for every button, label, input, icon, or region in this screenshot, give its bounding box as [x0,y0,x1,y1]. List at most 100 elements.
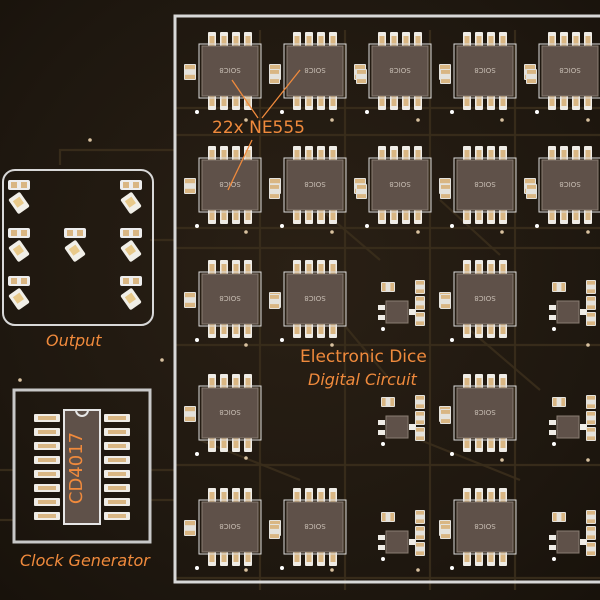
chip-pad-copper [306,36,312,46]
chip-package-text: SOIC8 [219,180,240,188]
cap-pad [357,194,366,198]
ne555-chip: SOIC8 [450,32,517,114]
chip-pad-copper [476,324,482,334]
cap-pad [270,79,279,83]
ne555-chip: SOIC8 [195,374,262,456]
pin1-dot [280,338,284,342]
cap-pad [561,283,565,291]
cap-pad [390,398,394,406]
capacitor [440,294,451,309]
cap-pad [270,70,279,74]
chip-pad-copper [209,438,215,448]
chip-pad-copper [245,324,251,334]
chip-silkscreen [453,43,517,99]
output-led [64,228,86,262]
cap-pad [357,70,366,74]
board-title: Electronic Dice [300,347,427,367]
cap-pad [416,511,424,515]
cap-pad [587,305,595,309]
resistor [586,411,596,425]
led-pad [133,182,139,188]
chip-pad-copper [306,150,312,160]
via [244,568,248,572]
chip-pad-copper [561,210,567,220]
output-led [8,276,30,310]
chip-pad-copper [306,492,312,502]
chip-pad-copper [585,210,591,220]
chip-pad-copper [391,150,397,160]
via [500,458,504,462]
cap-pad [357,79,366,83]
chip-pad-copper [318,96,324,106]
chip-pad-copper [476,210,482,220]
cap-pad [185,521,195,526]
resistor [415,526,425,540]
dip-pad-copper [108,514,126,518]
leader-line [231,79,259,119]
dip-pad-copper [38,472,56,476]
chip-package-text: SOIC8 [559,180,580,188]
transistor-pad [378,535,385,540]
chip-silkscreen [283,499,347,555]
via [244,230,248,234]
transistor-pad [549,315,556,320]
chip-pad-copper [209,150,215,160]
chip-pad-copper [464,492,470,502]
chip-pad-copper [245,264,251,274]
chip-pad-copper [476,264,482,274]
via [244,343,248,347]
chip-pad-copper [233,36,239,46]
chip-silkscreen [453,499,517,555]
chip-package-text: SOIC8 [219,408,240,416]
cap-pad [441,70,450,74]
ne555-chip: SOIC8 [450,374,517,456]
chip-pad-copper [500,492,506,502]
cap-pad [587,321,595,325]
chip-pad-copper [403,96,409,106]
chip-pad-copper [245,378,251,388]
cap-pad [587,511,595,515]
chip-pad-copper [500,438,506,448]
copper-traces [0,30,600,590]
chip-pad-copper [233,210,239,220]
chip-pad-copper [221,552,227,562]
dip-pad-copper [108,500,126,504]
transistor-pad [378,305,385,310]
chip-pad-copper [561,150,567,160]
cap-pad [390,513,394,521]
chip-package-text: SOIC8 [559,66,580,74]
board-subtitle: Digital Circuit [308,370,417,389]
chip-pad-copper [245,210,251,220]
chip-pad-copper [549,210,555,220]
chip-pad-copper [585,36,591,46]
transistor-pad [409,309,416,315]
chip-pad-copper [294,492,300,502]
pin1-dot [381,557,385,561]
chip-pad-copper [464,210,470,220]
via [330,568,334,572]
chip-body [371,45,429,97]
cap-pad [185,74,195,79]
chip-body [286,159,344,211]
cap-pad [382,283,386,291]
chip-pad-copper [476,36,482,46]
resistor [586,427,596,441]
ne555-chip: SOIC8 [195,146,262,228]
cap-pad [270,295,279,299]
chip-pad-copper [573,210,579,220]
chip-pad-copper [245,552,251,562]
led-pad [123,278,129,284]
trace [339,319,391,381]
led-pad [11,230,17,236]
chip-pad-copper [500,210,506,220]
chip-pad-copper [464,378,470,388]
ne555-chip: SOIC8 [195,488,262,570]
chip-pad-copper [330,36,336,46]
trace [419,438,521,482]
dip-pad-copper [108,444,126,448]
pin1-dot [280,566,284,570]
cap-pad [382,513,386,521]
cap-pad [441,194,450,198]
cap-pad [587,420,595,424]
chip-body [456,387,514,439]
